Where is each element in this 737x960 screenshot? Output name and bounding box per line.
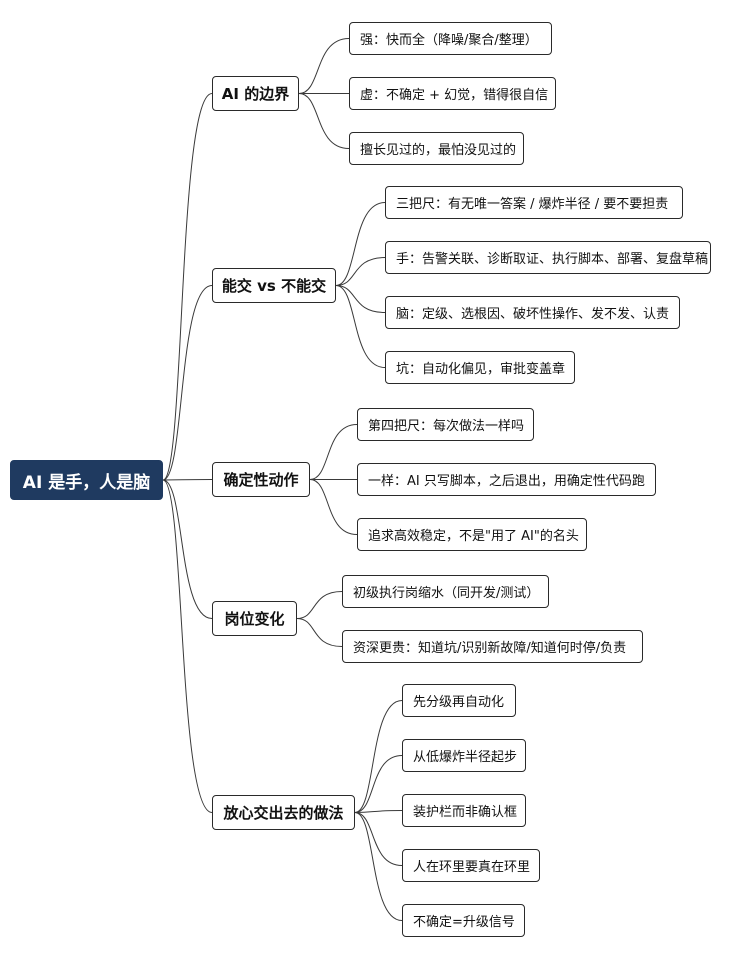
leaf-deterministic-3[interactable]: 追求高效稳定，不是"用了 AI"的名头 [357, 518, 587, 551]
leaf-delegate-3[interactable]: 脑：定级、选根因、破坏性操作、发不发、认责 [385, 296, 680, 329]
leaf-handoff-2[interactable]: 从低爆炸半径起步 [402, 739, 526, 772]
leaf-roles-1[interactable]: 初级执行岗缩水（同开发/测试） [342, 575, 549, 608]
connector-branch-deterministic-actions-leaf-3 [309, 479, 358, 535]
leaf-handoff-4[interactable]: 人在环里要真在环里 [402, 849, 540, 882]
connector-branch-safe-handoff-leaf-5 [354, 812, 403, 921]
root-node[interactable]: AI 是手，人是脑 [10, 460, 163, 500]
leaf-roles-2[interactable]: 资深更贵：知道坑/识别新故障/知道何时停/负责 [342, 630, 643, 663]
connector-branch-safe-handoff-leaf-4 [354, 812, 403, 866]
connector-branch-delegate-or-not-leaf-2 [335, 257, 386, 286]
connector-branch-role-changes-leaf-2 [296, 618, 343, 647]
leaf-ai-boundary-2[interactable]: 虚：不确定 + 幻觉，错得很自信 [349, 77, 556, 110]
connector-branch-delegate-or-not-leaf-1 [335, 202, 386, 286]
connector-branch-ai-boundary-leaf-1 [298, 38, 350, 94]
connector-branch-safe-handoff-leaf-2 [354, 755, 403, 813]
connector-root-to-branch-ai-boundary [162, 93, 213, 481]
connector-branch-safe-handoff-leaf-1 [354, 700, 403, 813]
connector-branch-safe-handoff-leaf-3 [354, 810, 403, 813]
branch-deterministic-actions[interactable]: 确定性动作 [212, 462, 310, 497]
connector-branch-delegate-or-not-leaf-3 [335, 285, 386, 313]
leaf-handoff-5[interactable]: 不确定=升级信号 [402, 904, 525, 937]
connector-branch-deterministic-actions-leaf-1 [309, 424, 358, 480]
leaf-delegate-2[interactable]: 手：告警关联、诊断取证、执行脚本、部署、复盘草稿 [385, 241, 711, 274]
leaf-ai-boundary-1[interactable]: 强：快而全（降噪/聚合/整理） [349, 22, 552, 55]
leaf-ai-boundary-3[interactable]: 擅长见过的，最怕没见过的 [349, 132, 524, 165]
branch-ai-boundary[interactable]: AI 的边界 [212, 76, 299, 111]
leaf-delegate-1[interactable]: 三把尺：有无唯一答案 / 爆炸半径 / 要不要担责 [385, 186, 683, 219]
connector-branch-ai-boundary-leaf-3 [298, 93, 350, 149]
leaf-deterministic-2[interactable]: 一样：AI 只写脚本，之后退出，用确定性代码跑 [357, 463, 656, 496]
connector-root-to-branch-delegate-or-not [162, 285, 213, 481]
branch-role-changes[interactable]: 岗位变化 [212, 601, 297, 636]
leaf-handoff-3[interactable]: 装护栏而非确认框 [402, 794, 526, 827]
connector-root-to-branch-deterministic-actions [162, 479, 213, 481]
connector-root-to-branch-safe-handoff [162, 479, 213, 813]
branch-safe-handoff[interactable]: 放心交出去的做法 [212, 795, 355, 830]
connector-branch-role-changes-leaf-1 [296, 591, 343, 619]
leaf-delegate-4[interactable]: 坑：自动化偏见，审批变盖章 [385, 351, 575, 384]
branch-delegate-or-not[interactable]: 能交 vs 不能交 [212, 268, 336, 303]
connector-root-to-branch-role-changes [162, 479, 213, 619]
leaf-handoff-1[interactable]: 先分级再自动化 [402, 684, 516, 717]
connector-branch-delegate-or-not-leaf-4 [335, 285, 386, 368]
leaf-deterministic-1[interactable]: 第四把尺：每次做法一样吗 [357, 408, 534, 441]
